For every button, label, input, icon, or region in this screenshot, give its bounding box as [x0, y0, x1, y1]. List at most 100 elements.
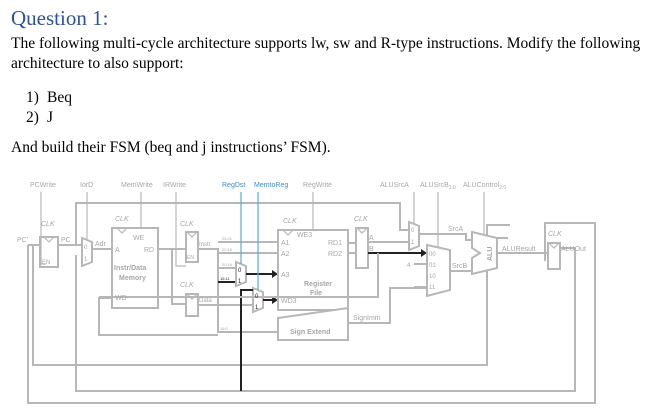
- label-mem-title1: Instr/Data: [114, 265, 146, 272]
- rd-to-data-wire: [171, 249, 186, 305]
- aluout-clk-marker: [548, 242, 560, 249]
- label-srcb-in10: 10: [429, 274, 436, 280]
- label-regfile-title1: Register: [304, 281, 332, 288]
- label-iord: IorD: [80, 182, 93, 189]
- pc-clk-marker: [43, 236, 55, 243]
- label-aluresult: ALUResult: [502, 246, 536, 253]
- instr-register: [185, 231, 199, 263]
- memory-clk-marker: [116, 227, 128, 234]
- label-clk-data: CLK: [180, 282, 194, 289]
- label-a3: A3: [281, 272, 290, 279]
- label-bits-imm: 15:0: [220, 326, 229, 331]
- label-rd1: RD1: [328, 240, 342, 247]
- srca-wire: [419, 233, 472, 241]
- ab-register: [355, 227, 369, 269]
- list-item: 2) J: [26, 108, 72, 128]
- multicycle-datapath-diagram: PCWrite IorD MemWrite IRWrite RegDst Mem…: [17, 182, 596, 404]
- label-b: B: [369, 246, 374, 253]
- regdst-mux: [235, 260, 247, 288]
- label-srca-in0: 0: [411, 228, 415, 234]
- iord-mux: [81, 236, 93, 268]
- data-clk-marker: [186, 293, 198, 300]
- instr-data-memory: [111, 227, 159, 309]
- label-mem-we: WE: [133, 235, 145, 242]
- label-mem-wd: WD: [115, 295, 127, 302]
- question-outro: And build their FSM (beq and j instructi…: [11, 139, 331, 156]
- label-bits-rt: 20:16: [222, 247, 233, 252]
- label-alu: ALU: [487, 247, 494, 261]
- label-alusrca: ALUSrcA: [380, 182, 409, 189]
- label-iord-in1: 1: [84, 257, 88, 263]
- label-srcb-in00: 00: [429, 252, 436, 258]
- label-alusrcb: ALUSrcB1:0: [420, 182, 456, 191]
- label-mem-title2: Memory: [119, 275, 146, 282]
- label-bits-rs: 25:21: [222, 236, 233, 241]
- sign-extend-unit: [277, 306, 349, 341]
- label-irwrite: IRWrite: [163, 182, 186, 189]
- signimm-wire: [348, 287, 427, 324]
- irwrite-wire: [175, 192, 186, 267]
- aluout-register: [547, 242, 561, 270]
- ab-clk-marker: [356, 227, 368, 234]
- question-intro: The following multi-cycle architecture s…: [11, 35, 641, 72]
- label-a2: A2: [281, 251, 290, 258]
- question-title: Question 1:: [11, 6, 109, 30]
- label-memwrite: MemWrite: [121, 182, 153, 189]
- label-regdst-in0: 0: [238, 268, 242, 274]
- label-srcb-in11: 11: [429, 285, 436, 291]
- label-alusrcb-text: ALUSrcB: [420, 182, 449, 189]
- label-pc-out: PC: [61, 237, 71, 244]
- label-instr: Instr: [199, 242, 211, 248]
- label-memtoreg-in1: 1: [255, 305, 259, 311]
- label-alucontrol-sub: 2:0: [499, 185, 506, 191]
- label-adr: Adr: [95, 241, 107, 248]
- list-item-label: J: [47, 109, 54, 126]
- srca-mux: [408, 220, 420, 252]
- list-item-number: 1): [26, 89, 39, 106]
- label-memtoreg-in0: 0: [255, 294, 259, 300]
- label-clk-ab: CLK: [354, 216, 368, 223]
- instr-clk-marker: [186, 231, 198, 238]
- label-signimm: SignImm: [353, 315, 381, 322]
- pc-to-srca-wire: [75, 202, 415, 245]
- label-instr-en: EN: [187, 255, 194, 261]
- label-regdst-in1: 1: [238, 279, 242, 285]
- label-iord-in0: 0: [84, 245, 88, 251]
- label-mem-a: A: [115, 247, 120, 254]
- srcb-mux: [426, 243, 451, 298]
- regfile-clk-marker: [282, 229, 294, 236]
- memtoreg-mux: [252, 286, 264, 314]
- label-pc-en: EN: [42, 260, 50, 266]
- label-srcb: SrcB: [452, 263, 468, 270]
- a3-arrow: [272, 270, 278, 278]
- label-pc-in: PC': [17, 237, 28, 244]
- label-data: Data: [199, 298, 212, 304]
- pc-register: [39, 236, 59, 268]
- label-pcwrite: PCWrite: [30, 182, 56, 189]
- label-a1: A1: [281, 240, 290, 247]
- aluresult-feedback-wire: [27, 222, 596, 404]
- aluout-to-memtoreg-wire: [240, 289, 253, 391]
- label-we3: WE3: [297, 232, 312, 239]
- label-regwrite: RegWrite: [303, 182, 332, 189]
- list-item-number: 2): [26, 109, 39, 126]
- instr-out-wire: [198, 248, 219, 320]
- b-arrow: [421, 249, 427, 257]
- label-srcb-in01: 01: [429, 263, 436, 269]
- label-sign-extend: Sign Extend: [290, 329, 330, 336]
- aluout-feedback-wire: [75, 248, 576, 392]
- label-a: A: [369, 235, 374, 242]
- label-regfile-title2: File: [310, 290, 322, 297]
- b-to-memwd-wire: [99, 253, 379, 298]
- label-srca: SrcA: [448, 226, 464, 233]
- list-item-label: Beq: [47, 89, 72, 106]
- imm-field-wire: [217, 320, 278, 333]
- label-alucontrol-text: ALUControl: [463, 182, 500, 189]
- alu: [471, 230, 498, 276]
- label-srca-in1: 1: [411, 240, 415, 246]
- label-const-4: 4: [407, 263, 411, 269]
- label-mem-rd: RD: [144, 247, 154, 254]
- label-clk-memory: CLK: [115, 216, 129, 223]
- label-clk-instr: CLK: [180, 221, 194, 228]
- label-regdst: RegDst: [222, 182, 245, 189]
